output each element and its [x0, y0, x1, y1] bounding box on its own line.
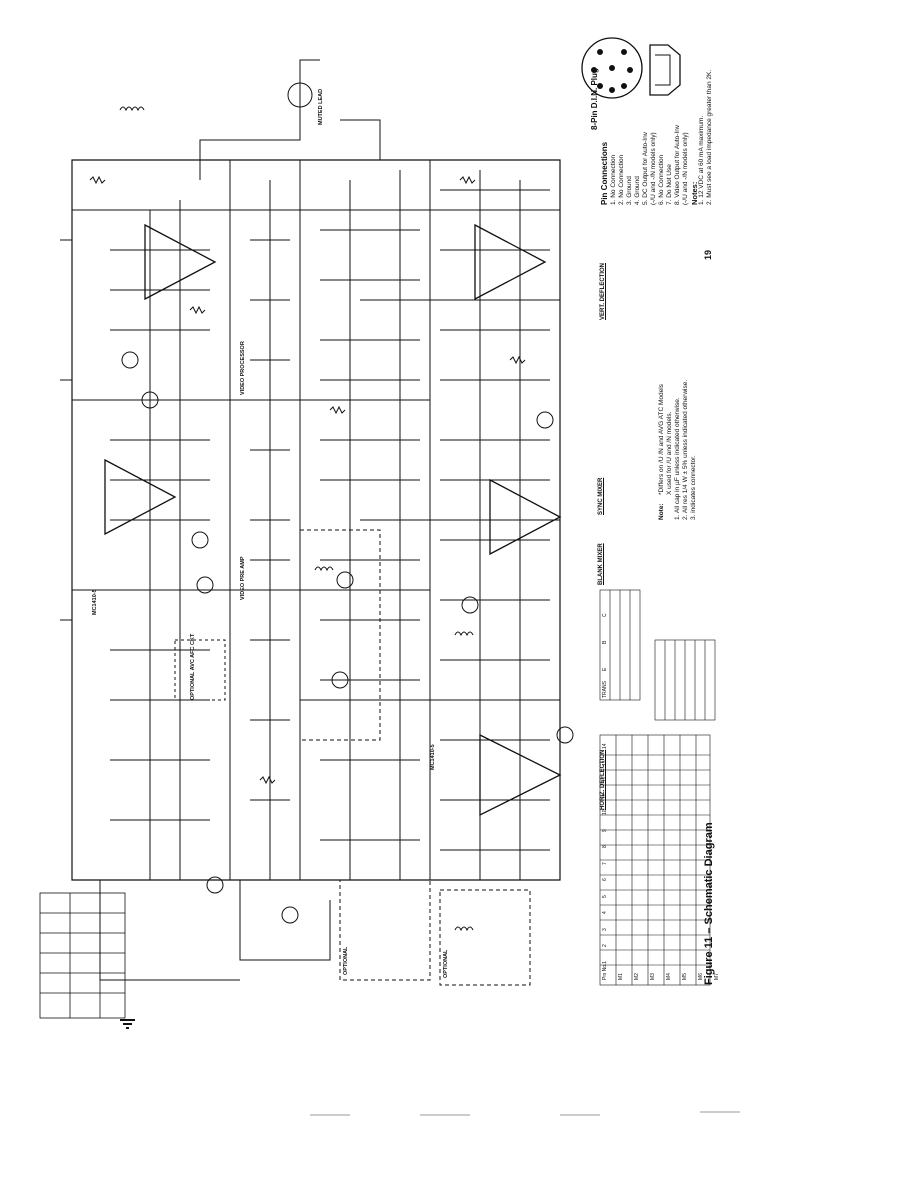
voltage-table-header-cell: 7	[602, 861, 608, 865]
pin-item: 8. Video Output for Auto-Inv	[674, 124, 681, 205]
section-vert-deflection: VERT. DEFLECTION	[600, 262, 606, 320]
voltage-table-row-label: M6	[698, 973, 704, 980]
voltage-table-header-cell: 13	[602, 759, 608, 766]
voltage-table-row-label: M5	[682, 973, 688, 980]
pin-item: 3. Ground	[626, 176, 633, 205]
voltage-table-header-cell: 11	[602, 793, 608, 799]
ground-symbol	[120, 1019, 135, 1029]
voltage-table-header-cell: 6	[602, 878, 608, 881]
schematic-wiring	[60, 59, 574, 986]
ic-label-upper: MC1410-5	[92, 589, 98, 615]
note-item: 1. 12 VDC at 60 mA maximum.	[698, 115, 705, 205]
general-note-item: 3. indicates connector.	[690, 455, 697, 520]
voltage-table-header-cell: 8	[602, 845, 608, 848]
voltage-table-header-cell: 3	[602, 927, 608, 931]
page-edge-marks	[310, 1111, 740, 1116]
figure-caption: Figure 11 – Schematic Diagram	[703, 822, 715, 985]
pin-item: (-/U and -/N models only)	[682, 132, 689, 205]
voltage-table-row-label: M7	[714, 973, 720, 980]
ic-label-lower: MC1410-5	[430, 744, 436, 770]
voltage-table-header-cell: 2	[602, 944, 608, 947]
section-optional-1: OPTIONAL	[343, 946, 349, 975]
voltage-table-header-cell: 5	[602, 894, 608, 898]
voltage-table-header-cell: 12	[602, 776, 608, 782]
section-sync-mixer: SYNC MIXER	[598, 477, 604, 515]
pin-item: 6. No Connection	[658, 154, 665, 205]
general-note-item: 2. All res 1/4 W ± 5% unless indicated o…	[682, 379, 689, 520]
section-muted-lead: MUTED LEAD	[318, 88, 324, 125]
page-number: 19	[703, 249, 713, 260]
voltage-table-header-cell: 9	[602, 828, 608, 832]
transistor-table-header-cell: C	[602, 613, 608, 617]
general-note-title: Note:	[658, 503, 665, 520]
voltage-table-header-cell: 1	[602, 960, 608, 964]
legend-box	[39, 892, 126, 1019]
voltage-table-header-cell: 10	[602, 809, 608, 815]
pin-item: 4. Ground	[634, 176, 641, 205]
pin-item: 2. No Connection	[618, 154, 625, 205]
general-note-item: 1. All cap in µF unless indicated otherw…	[674, 397, 681, 520]
voltage-table-row-label: M3	[650, 973, 656, 980]
general-note-item: *Differs on /U /N and AVG ATC Models	[658, 384, 665, 495]
pin-item: (-/U and -/N models only)	[650, 132, 657, 205]
transistor-table-header-cell: E	[602, 667, 608, 671]
section-video-processor: VIDEO PROCESSOR	[240, 341, 246, 395]
voltage-table-grid	[599, 734, 711, 986]
pin-item: 5. DC Output for Auto-Inv	[642, 132, 649, 205]
transistor-table-grid	[599, 589, 716, 721]
voltage-table-header-cell: 14	[602, 743, 608, 749]
transistor-table-header-cell: TRANS	[602, 681, 608, 698]
transistor-table-header-cell: B	[602, 640, 608, 644]
note-item: 2. Must see a load impedance greater tha…	[706, 69, 713, 205]
voltage-table-header-cell: Pin No.	[602, 963, 608, 980]
section-blank-mixer: BLANK MIXER	[598, 543, 604, 585]
section-optional-2: OPTIONAL	[443, 949, 449, 978]
voltage-table-row-label: M4	[666, 973, 672, 980]
pin-item: 1. No Connection	[610, 154, 617, 205]
voltage-table-row-label: M2	[634, 973, 640, 980]
general-note-item: X used for /U and /N models.	[666, 411, 673, 495]
pin-item: 7. Do Not Use	[666, 164, 673, 205]
din-plug-drawing	[581, 37, 681, 99]
pin-connections-title: Pin Connections	[600, 141, 609, 205]
voltage-table-row-label: M1	[618, 973, 624, 980]
din-plug-title: 8-Pin D.I.N. Plug	[590, 68, 599, 130]
section-optional-avc-afc: OPTIONAL AVC AFC CKT	[190, 633, 196, 700]
section-video-pre-amp: VIDEO PRE AMP	[240, 556, 246, 601]
voltage-table-header-cell: 4	[602, 911, 608, 914]
